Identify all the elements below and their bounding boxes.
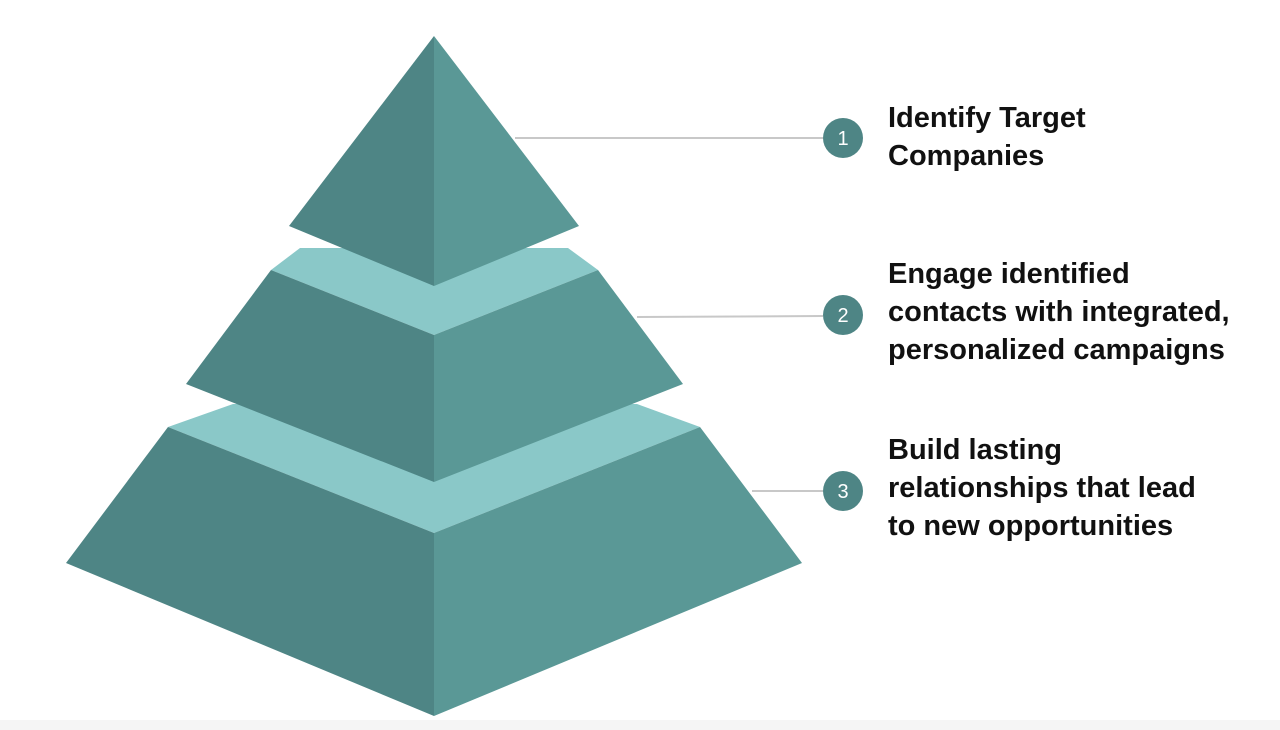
tier-2-left-face <box>186 270 434 482</box>
connector-line-2 <box>636 315 824 318</box>
pyramid-tier-1 <box>289 36 579 286</box>
step-2-label: Engage identified contacts with integrat… <box>888 255 1268 369</box>
tier-3-left-face <box>66 427 434 716</box>
tier-1-left-face <box>289 36 434 286</box>
step-3-badge: 3 <box>823 471 863 511</box>
step-2-number: 2 <box>837 305 848 327</box>
step-1-label: Identify Target Companies <box>888 99 1268 175</box>
step-2-label-line: Engage identified <box>888 258 1130 290</box>
pyramid-tier-2 <box>186 248 683 482</box>
step-3-label-line: Build lasting <box>888 434 1062 466</box>
step-1-label-line: Identify Target <box>888 102 1086 134</box>
step-2-label-line: contacts with integrated, <box>888 296 1230 328</box>
step-1-badge: 1 <box>823 118 863 158</box>
step-2-label-line: personalized campaigns <box>888 334 1225 366</box>
tier-3-right-face <box>434 427 802 716</box>
tier-2-right-face <box>434 270 683 482</box>
tier-2-top-band <box>271 248 598 335</box>
step-3-number: 3 <box>837 481 848 503</box>
step-1-number: 1 <box>837 128 848 150</box>
step-3-label: Build lasting relationships that lead to… <box>888 431 1268 545</box>
tier-1-right-face <box>434 36 579 286</box>
step-3-label-line: to new opportunities <box>888 510 1174 542</box>
step-2-badge: 2 <box>823 295 863 335</box>
step-1-label-line: Companies <box>888 140 1045 172</box>
step-3-label-line: relationships that lead <box>888 472 1196 504</box>
bottom-strip <box>0 720 1280 730</box>
